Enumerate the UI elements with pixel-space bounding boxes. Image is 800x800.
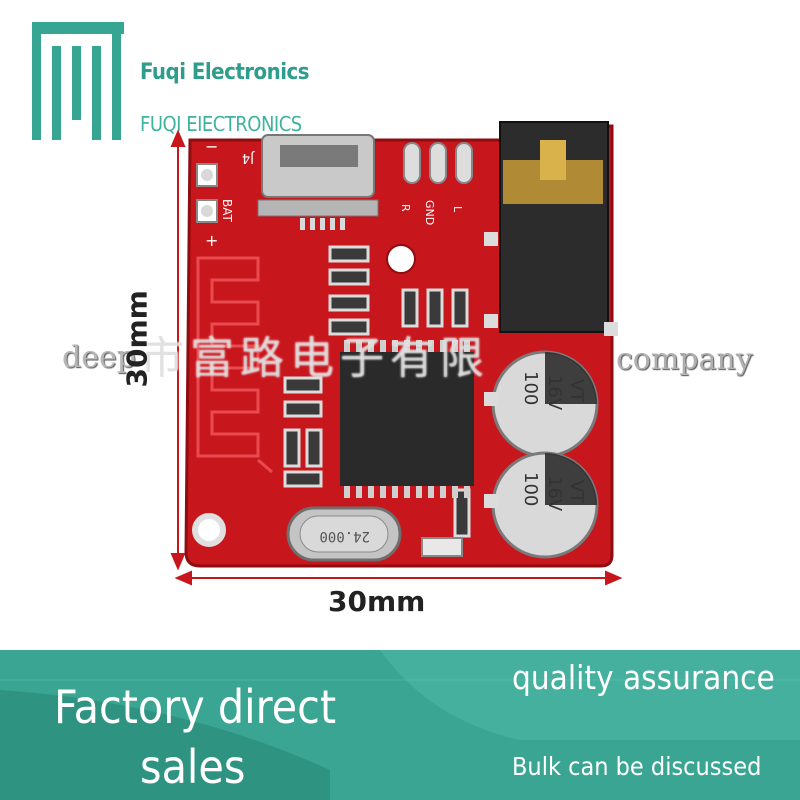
promo-banner — [0, 650, 800, 800]
crystal-label: 24.000 — [319, 528, 370, 544]
sales-text: sales — [140, 740, 246, 794]
silk-bat: BAT — [220, 199, 234, 223]
dimension-horizontal-label: 30mm — [328, 585, 426, 618]
bulk-text: Bulk can be discussed — [512, 752, 762, 781]
factory-direct-text: Factory direct — [54, 680, 337, 734]
silk-gnd: GND — [423, 200, 436, 225]
silk-plus: + — [205, 231, 218, 250]
quality-assurance-text: quality assurance — [512, 658, 775, 697]
brand-name: Fuqi Electronics — [140, 60, 310, 85]
dimension-vertical: 30mm — [118, 282, 178, 412]
dimension-vertical-label: 30mm — [120, 290, 154, 388]
cap-top-line3: 100 — [520, 371, 541, 405]
silk-minus: − — [205, 137, 218, 156]
brand-name-upper: FUQI EIECTRONICS — [140, 112, 302, 136]
cap-bottom-line3: 100 — [520, 472, 541, 506]
fuqi-logo-icon — [32, 22, 124, 140]
watermark-chinese: 市富路电子有限 — [140, 333, 490, 384]
cap-bottom-line2: 16V — [544, 476, 565, 512]
silk-l: L — [451, 206, 464, 213]
silk-j4: J4 — [242, 150, 255, 165]
watermark-right: company — [616, 342, 753, 377]
silk-r: R — [399, 204, 412, 212]
cap-top-line1: VT — [566, 379, 587, 403]
cap-bottom-line1: VT — [566, 480, 587, 504]
watermark-left: deep — [62, 340, 136, 375]
cap-top-line2: 16V — [544, 375, 565, 411]
